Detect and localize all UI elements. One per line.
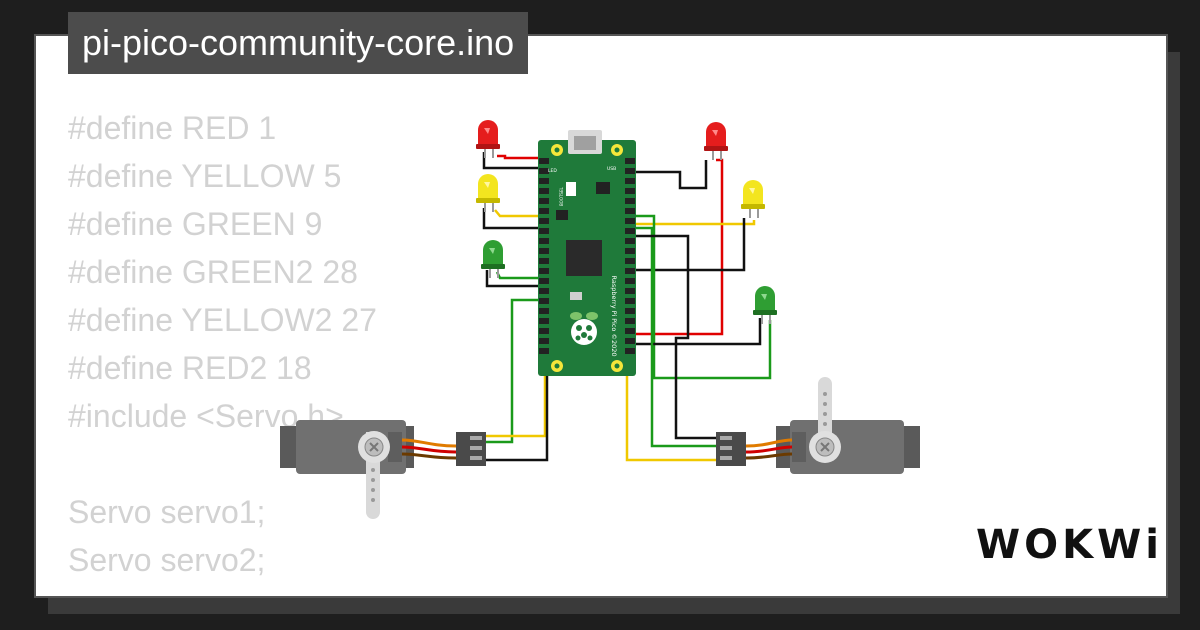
code-line: #define YELLOW2 27: [68, 302, 377, 338]
raspberry-logo-icon: [570, 312, 598, 345]
rp2040-chip: [566, 240, 602, 276]
wire-green: [486, 298, 547, 444]
code-line: #define GREEN 9: [68, 206, 323, 242]
board-silkscreen: Raspberry Pi Pico ©2020: [610, 275, 618, 356]
servo-horn: [818, 377, 832, 446]
board-led-label: LED: [548, 168, 557, 174]
wire-red: [497, 154, 547, 160]
wire-black: [486, 356, 549, 462]
bootsel-button[interactable]: [566, 182, 576, 196]
code-line: #define RED2 18: [68, 350, 312, 386]
code-line: #define GREEN2 28: [68, 254, 358, 290]
led-red-icon[interactable]: [476, 120, 500, 158]
led-green-icon[interactable]: [481, 240, 505, 278]
wire-black: [627, 160, 708, 190]
wokwi-logo[interactable]: WOKWi: [976, 522, 1163, 568]
code-preview: #define RED 1 #define YELLOW 5 #define G…: [68, 104, 377, 584]
pico-board[interactable]: Raspberry Pi Pico ©2020 LED USB BOOTSEL: [538, 130, 636, 376]
wire-yellow: [625, 372, 716, 462]
wire-yellow: [627, 220, 756, 226]
wire-black: [482, 208, 547, 230]
wire-black: [485, 270, 547, 288]
wire-yellow: [486, 344, 547, 438]
led-red-icon[interactable]: [704, 122, 728, 160]
wire-green: [627, 226, 716, 448]
servo-icon[interactable]: [280, 420, 486, 519]
code-line: #define RED 1: [68, 110, 277, 146]
pin-header-left: [539, 158, 549, 354]
wire-yellow: [494, 209, 547, 218]
wire-red: [627, 158, 724, 336]
code-line: Servo servo1;: [68, 494, 266, 530]
led-yellow-icon[interactable]: [476, 174, 500, 212]
project-title[interactable]: pi-pico-community-core.ino: [68, 12, 529, 74]
code-line: Servo servo2;: [68, 542, 266, 578]
wire-black: [627, 318, 762, 346]
wire-black: [627, 234, 716, 440]
code-line: #define YELLOW 5: [68, 158, 342, 194]
servo-icon[interactable]: [716, 377, 920, 474]
wire-green: [627, 214, 772, 380]
led-green-icon[interactable]: [753, 286, 777, 324]
wires: [482, 152, 772, 462]
board-bootsel-label: BOOTSEL: [559, 187, 564, 206]
wire-black: [627, 218, 746, 272]
board-usb-label: USB: [607, 166, 616, 172]
pin-header-right: [625, 158, 635, 354]
led-yellow-icon[interactable]: [741, 180, 765, 218]
